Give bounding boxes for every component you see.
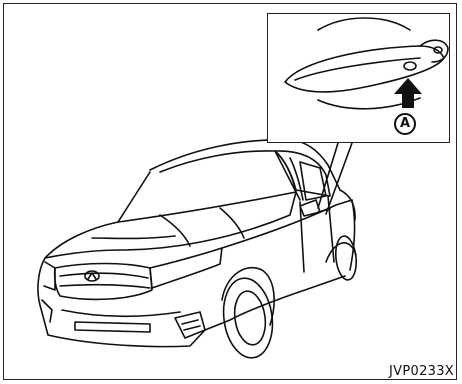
figure-code: JVP0233X bbox=[389, 364, 454, 379]
handle-body bbox=[285, 46, 444, 92]
callout-label-a: A bbox=[394, 113, 416, 135]
up-arrow-icon bbox=[394, 78, 422, 108]
request-switch bbox=[404, 62, 416, 70]
